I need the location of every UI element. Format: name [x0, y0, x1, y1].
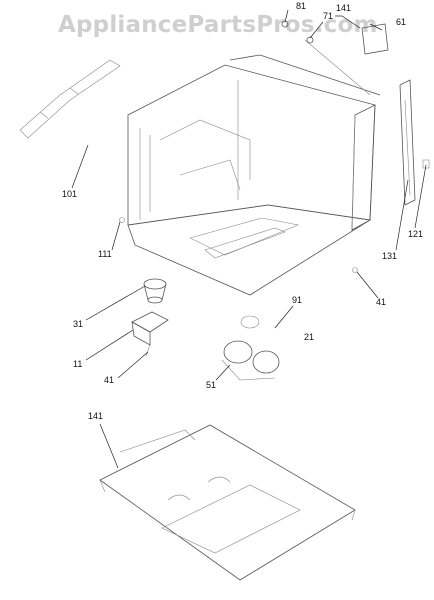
callout-121: 121 — [408, 229, 424, 239]
mount-part-11 — [131, 311, 169, 357]
callout-141-top: 141 — [336, 3, 352, 13]
callout-41-right: 41 — [376, 297, 387, 307]
base-tray-part-141 — [99, 424, 356, 581]
callout-41-left: 41 — [104, 375, 115, 385]
callout-61: 61 — [396, 17, 407, 27]
callout-71: 71 — [323, 11, 334, 21]
callout-111: 111 — [98, 249, 112, 259]
callout-11: 11 — [73, 359, 83, 369]
callout-81: 81 — [296, 1, 307, 11]
cabinet-assembly — [127, 39, 381, 296]
plate-part-61 — [361, 23, 389, 55]
callout-31: 31 — [73, 319, 84, 329]
callout-131: 131 — [382, 251, 398, 261]
callout-51: 51 — [206, 380, 217, 390]
watermark-text: AppliancePartsPros.com — [58, 12, 378, 38]
callout-91: 91 — [292, 295, 303, 305]
side-rail-part-131 — [399, 79, 430, 206]
capacitor-part-31 — [143, 278, 167, 304]
callout-141-bottom: 141 — [88, 411, 104, 421]
callout-21: 21 — [304, 332, 315, 342]
motor-part-51 — [221, 315, 280, 381]
bracket-part-101 — [19, 59, 121, 139]
callout-101: 101 — [62, 189, 78, 199]
leader-lines — [71, 9, 427, 469]
